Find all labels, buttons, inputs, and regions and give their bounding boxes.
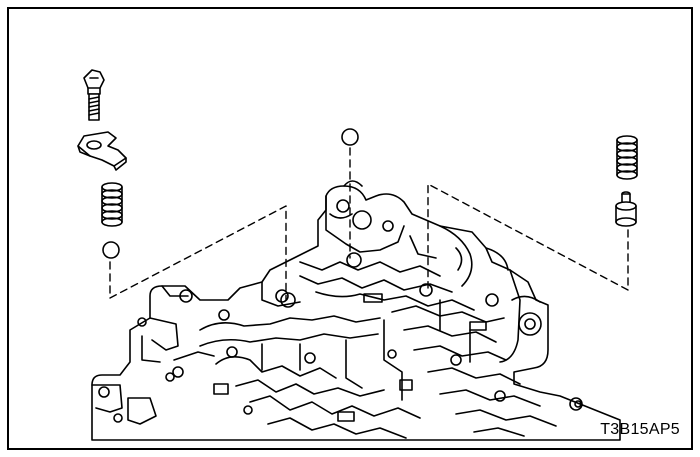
figure-reference-code: T3B15AP5 [600,421,680,438]
plug-icon [615,191,637,227]
left-alignment-line [109,205,287,301]
center-check-ball [341,128,359,146]
left-check-ball [102,241,120,259]
bolt-icon [83,69,105,121]
alignment-lines [109,147,629,301]
right-spring-icon [616,135,638,180]
left-ball-seat [280,292,296,308]
center-ball-seat [346,252,362,268]
right-alignment-line [427,183,629,291]
bracket-icon [77,131,127,171]
figure-border [7,7,693,450]
spring-icon [101,182,123,227]
valve-body [91,180,621,441]
right-plug-bore [419,283,433,297]
